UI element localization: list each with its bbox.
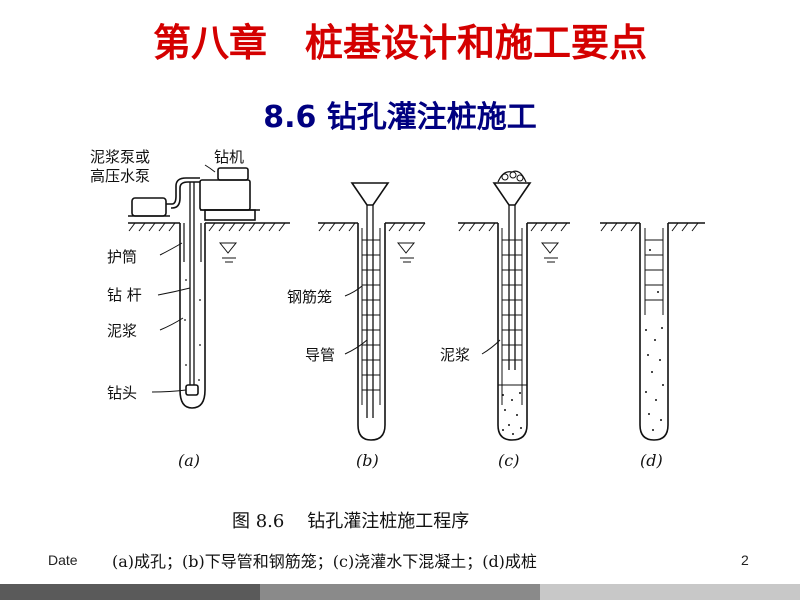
panel-d [600, 222, 705, 441]
label-mud-c: 泥浆 [440, 346, 470, 364]
footer-date: Date [48, 552, 78, 568]
footer-page-number: 2 [741, 552, 749, 568]
bar-segment-light [540, 584, 800, 600]
panel-a [128, 164, 290, 409]
label-drill-machine: 钻机 [214, 148, 244, 166]
label-mud-a: 泥浆 [107, 322, 137, 340]
label-tremie: 导管 [305, 346, 335, 364]
subcaption-a: (a) [178, 451, 200, 470]
label-drill-rod: 钻 杆 [107, 286, 142, 304]
subcaption-d: (d) [640, 451, 663, 470]
panel-c [458, 170, 570, 441]
label-pump-line2: 高压水泵 [90, 167, 150, 185]
subcaption-c: (c) [498, 451, 519, 470]
label-rebar-cage: 钢筋笼 [287, 288, 332, 306]
slide-subtitle: 8.6 钻孔灌注桩施工 [263, 100, 537, 135]
slide-title: 第八章 桩基设计和施工要点 [152, 21, 647, 65]
bottom-decorative-bar [0, 584, 800, 600]
bar-segment-mid [260, 584, 540, 600]
label-pump-line1: 泥浆泵或 [90, 148, 150, 166]
figure-caption: 图 8.6 钻孔灌注桩施工程序 [232, 511, 469, 532]
bar-segment-dark [0, 584, 260, 600]
figure-caption-detail: (a)成孔；(b)下导管和钢筋笼；(c)浇灌水下混凝土；(d)成桩 [112, 552, 537, 571]
subcaption-b: (b) [356, 451, 379, 470]
label-drill-bit: 钻头 [107, 384, 137, 402]
panel-b [318, 182, 426, 441]
label-casing: 护筒 [107, 248, 137, 266]
